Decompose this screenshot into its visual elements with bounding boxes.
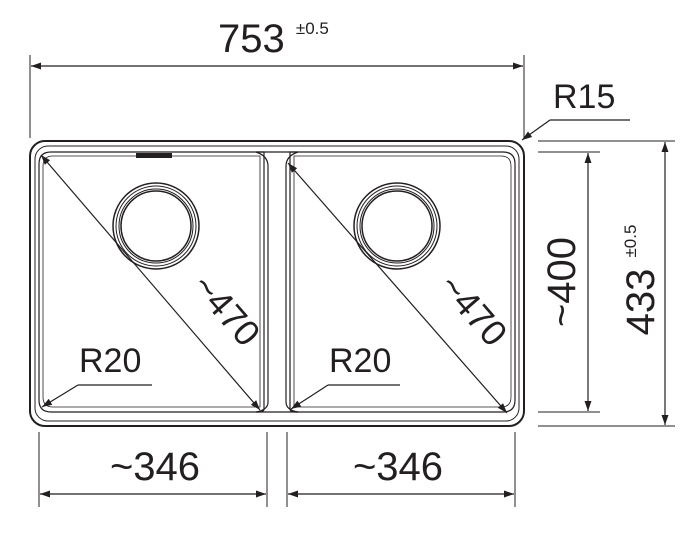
sink-inner-edge: [34, 145, 520, 422]
overall-width-tolerance: ±0.5: [296, 19, 329, 38]
bowl-divider: [255, 151, 299, 413]
right-diagonal-dimension: ~470: [287, 162, 516, 414]
left-diagonal-label: ~470: [184, 266, 268, 354]
right-bowl: [289, 151, 516, 413]
right-bowl-width-label: ~346: [353, 445, 443, 489]
overflow-slot: [136, 153, 172, 158]
svg-text:433 ±0.5: 433 ±0.5: [619, 225, 663, 336]
right-bowl-width-dimension: ~346: [286, 432, 516, 507]
right-bowl-radius-label: R20: [329, 342, 391, 380]
overall-width-value: 753: [218, 17, 285, 61]
inner-height-label: ~400: [540, 237, 584, 327]
left-bowl-width-label: ~346: [110, 445, 200, 489]
right-bowl-inner-edge: [293, 155, 512, 408]
outer-radius-callout: R15: [521, 78, 630, 141]
left-drain-icon: [112, 182, 200, 270]
outer-radius-label: R15: [553, 78, 615, 116]
outer-radius-leader: [521, 119, 551, 141]
right-drain-icon: [353, 182, 441, 270]
left-diagonal-dimension: ~470: [40, 154, 269, 411]
sink-outer-edge: [29, 140, 525, 427]
overall-width-dimension: 753 ±0.5: [29, 17, 525, 138]
right-diagonal-arrow: [287, 162, 508, 414]
right-radius-leader: [290, 384, 329, 410]
overall-height-value: 433: [619, 269, 663, 336]
left-radius-leader: [41, 384, 79, 408]
left-bowl-radius-label: R20: [79, 342, 141, 380]
overall-height-tolerance: ±0.5: [621, 225, 640, 258]
left-diagonal-arrow: [40, 154, 261, 411]
sink-outline: [29, 140, 525, 427]
svg-text:753 ±0.5: 753 ±0.5: [218, 17, 329, 61]
overall-height-dimension: 433 ±0.5: [538, 140, 675, 427]
right-bowl-radius-callout: R20: [290, 342, 400, 410]
inner-height-dimension: ~400: [538, 151, 600, 413]
left-bowl-width-dimension: ~346: [38, 432, 268, 507]
left-bowl-radius-callout: R20: [41, 342, 152, 408]
